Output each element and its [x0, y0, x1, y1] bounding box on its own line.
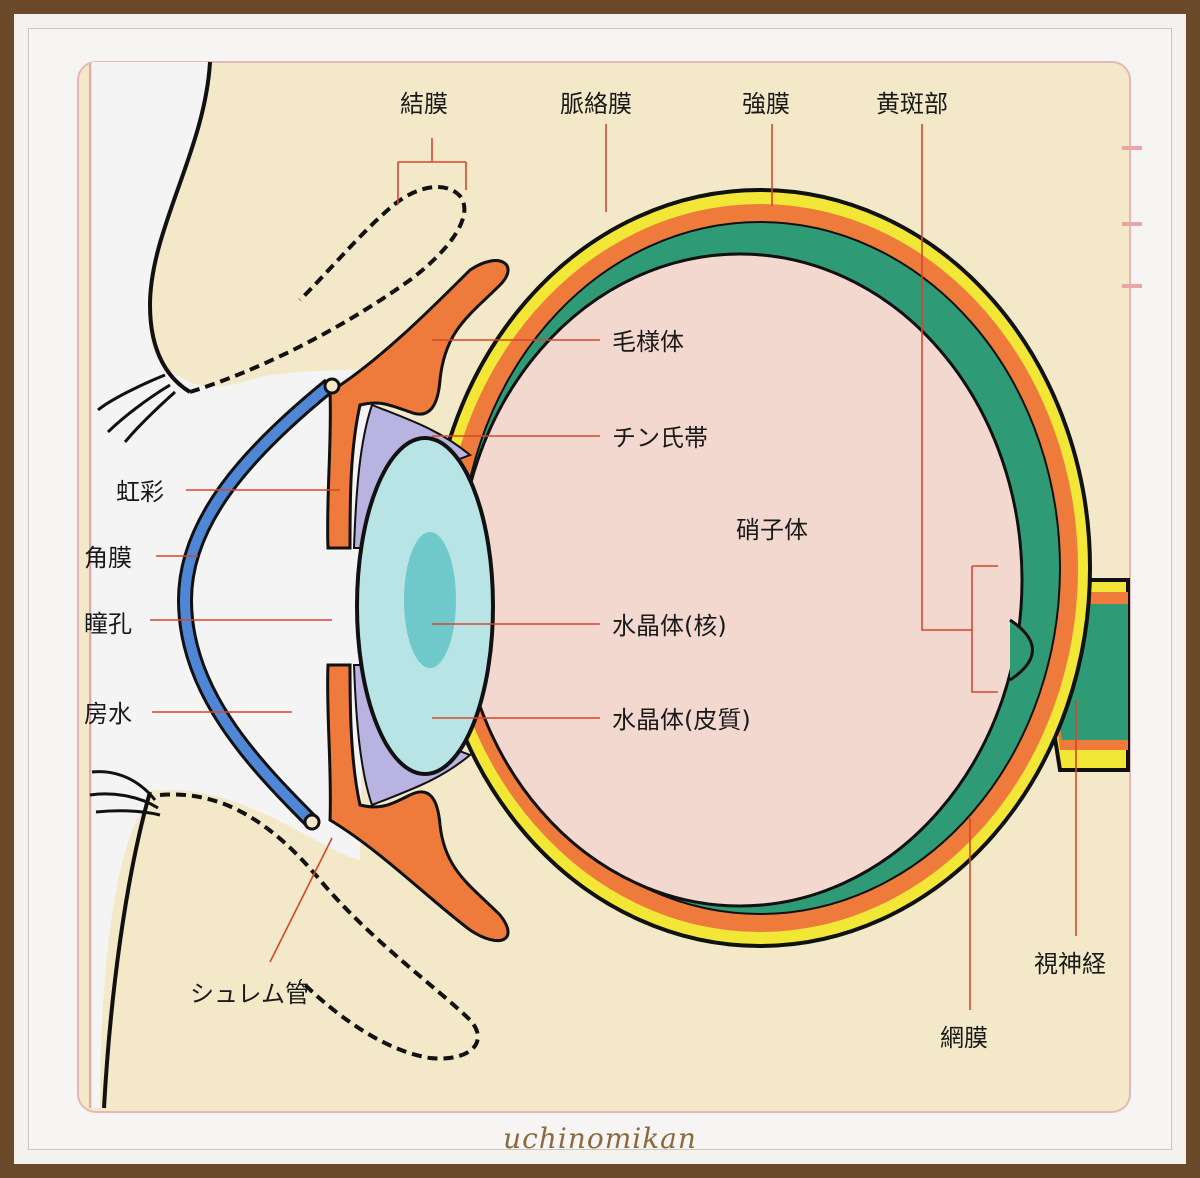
- label-schlemm-canal: シュレム管: [190, 980, 309, 1008]
- label-retina: 網膜: [940, 1024, 988, 1052]
- edge-tick: [1122, 146, 1142, 150]
- label-pupil: 瞳孔: [84, 610, 132, 638]
- leader-schlemm: [269, 837, 333, 963]
- vitreous-body: [456, 252, 1024, 908]
- leader-macula: [921, 124, 998, 693]
- label-lens-nucleus: 水晶体(核): [612, 612, 727, 640]
- ciliary-body-upper: [326, 259, 510, 550]
- upper-eyelid: [150, 62, 467, 387]
- edge-tick: [1122, 284, 1142, 288]
- upper-eyelashes: [97, 373, 177, 443]
- cornea: [179, 381, 334, 826]
- optic-disc: [1009, 618, 1034, 682]
- label-sclera: 強膜: [742, 90, 790, 118]
- schlemm-canal-lower: [303, 813, 321, 831]
- ciliary-body-lower: [326, 663, 510, 943]
- lower-conjunctiva-outline: [159, 792, 480, 1061]
- label-vitreous: 硝子体: [736, 516, 808, 544]
- leader-lines: [150, 124, 1077, 1010]
- schlemm-canal-upper: [323, 377, 341, 395]
- label-iris: 虹彩: [116, 478, 164, 506]
- label-choroid: 脈絡膜: [560, 90, 632, 118]
- lower-eyelid-outline: [102, 791, 152, 1109]
- label-lens-cortex: 水晶体(皮質): [612, 706, 751, 734]
- upper-eyelid-outline: [147, 61, 212, 394]
- upper-conjunctiva-outline: [189, 184, 467, 394]
- anterior-region: [92, 62, 370, 1108]
- label-optic-nerve: 視神経: [1034, 950, 1106, 978]
- label-cornea: 角膜: [84, 544, 132, 572]
- label-conjunctiva: 結膜: [400, 90, 448, 118]
- label-macula: 黄斑部: [876, 90, 948, 118]
- label-aqueous: 房水: [84, 700, 132, 728]
- label-ciliary-body: 毛様体: [612, 328, 684, 356]
- lens-nucleus: [404, 532, 456, 668]
- label-zonule: チン氏帯: [612, 424, 708, 452]
- watermark-text: uchinomikan: [503, 1122, 697, 1155]
- lower-eyelashes: [89, 770, 161, 817]
- edge-tick: [1122, 222, 1142, 226]
- leader-conjunctiva: [397, 138, 467, 205]
- lower-eyelid: [100, 790, 479, 1108]
